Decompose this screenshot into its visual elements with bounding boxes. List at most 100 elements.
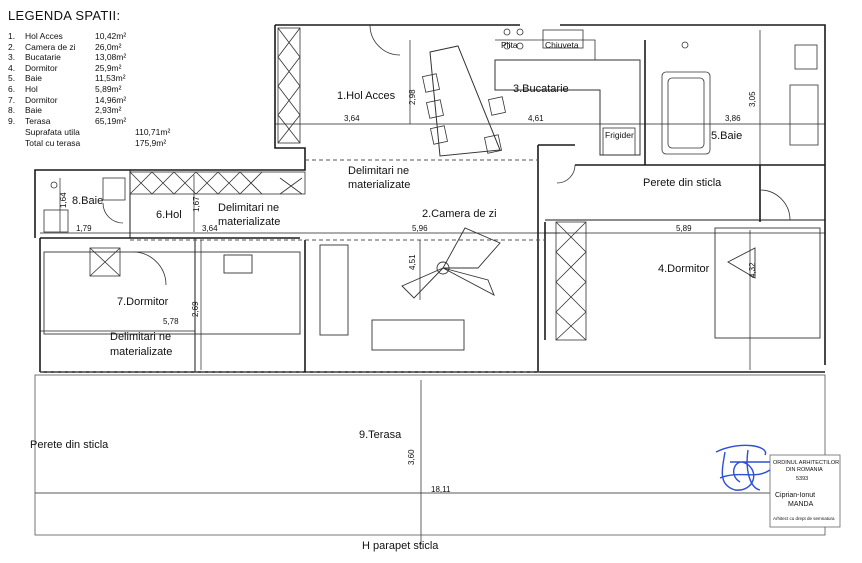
dim-179: 1,79	[76, 224, 92, 233]
legend-name: Dormitor	[25, 62, 58, 73]
legend-name: Camera de zi	[25, 41, 76, 52]
signature-icon	[715, 444, 771, 491]
useful-area-label: Suprafata utila	[25, 127, 80, 138]
plita-label: Plita	[501, 40, 518, 50]
dim-432: 4,32	[748, 262, 757, 278]
dim-578: 5,78	[163, 317, 179, 326]
delimitari-1-line1: Delimitari ne	[348, 165, 409, 177]
kitchen-counter	[494, 59, 641, 156]
stamp-number: 5393	[796, 476, 808, 482]
delimitari-3-line2: materializate	[110, 346, 172, 358]
perete-sticla-label-1: Perete din sticla	[643, 177, 722, 189]
legend-num: 1.	[8, 31, 16, 41]
stamp-frame	[769, 454, 841, 528]
hob-and-sink	[503, 28, 584, 50]
legend-area: 10,42m²	[95, 31, 127, 41]
bar-stools	[422, 73, 506, 154]
dim-1811: 18,11	[431, 485, 451, 494]
dimension-labels: 3,64 4,61 3,86 1,79 3,64 5,96 5,89 5,78 …	[59, 89, 757, 494]
legend-num: 5.	[8, 73, 16, 84]
legend-num: 6.	[8, 83, 16, 94]
architect-stamp: ORDINUL ARHITECTILOR DIN ROMANIA 5393 Ci…	[715, 444, 841, 528]
perete-sticla-label-2: Perete din sticla	[30, 439, 109, 451]
legend-title: LEGENDA SPATII:	[8, 8, 121, 23]
legend-row: 4. Dormitor 25,9m²	[8, 63, 198, 74]
dim-589: 5,89	[676, 224, 692, 233]
stamp-name2: MANDA	[788, 501, 814, 508]
legend: LEGENDA SPATII: 1. Hol Acces 10,42m² 2. Came…	[8, 8, 198, 149]
legend-area: 5,89m²	[95, 83, 122, 94]
legend-name: Bucatarie	[25, 52, 61, 63]
delimitari-1-line2: materializate	[348, 179, 410, 191]
delimitari-2-line2: materializate	[218, 216, 280, 228]
room-label-dormitor-4: 4.Dormitor	[658, 263, 710, 275]
legend-num: 3.	[8, 52, 16, 63]
fridge	[602, 127, 636, 156]
dim-360: 3,60	[407, 449, 416, 465]
dim-451: 4,51	[408, 254, 417, 270]
h-parapet-label: H parapet sticla	[362, 540, 439, 552]
beds	[43, 227, 821, 339]
legend-name: Dormitor	[25, 94, 58, 105]
stamp-name1: Ciprian-Ionut	[775, 492, 815, 499]
stamp-footer: Arhitect cu drept de semnatura	[773, 516, 835, 521]
useful-area-row: Suprafata utila 110,71m²	[8, 127, 198, 138]
legend-row: 6. Hol 5,89m²	[8, 84, 198, 95]
bath-fixtures	[43, 41, 819, 233]
legend-row: 3. Bucatarie 13,08m²	[8, 52, 198, 63]
legend-row: 8. Baie 2,93m²	[8, 105, 198, 116]
legend-row: 2. Camera de zi 26,0m²	[8, 42, 198, 53]
room-label-bucatarie: 3.Bucatarie	[513, 83, 569, 95]
dim-386: 3,86	[725, 114, 741, 123]
frigider-label: Frigider	[605, 130, 634, 140]
room-label-hol-acces: 1.Hol Acces	[337, 90, 396, 102]
dim-167: 1,67	[192, 196, 201, 212]
stamp-line2: DIN ROMANIA	[786, 467, 823, 473]
dim-298: 2,98	[408, 89, 417, 105]
legend-row: 7. Dormitor 14,96m²	[8, 95, 198, 106]
kitchen-upper	[495, 39, 596, 60]
useful-area-value: 110,71m²	[135, 127, 171, 138]
dim-364-a: 3,64	[344, 114, 360, 123]
legend-name: Hol	[25, 83, 38, 94]
delimitari-3-line1: Delimitari ne	[110, 331, 171, 343]
living-furniture	[223, 227, 501, 351]
legend-name: Hol Acces	[25, 31, 63, 41]
dimension-lines	[35, 30, 825, 545]
room-label-camera-de-zi: 2.Camera de zi	[422, 208, 497, 220]
delimitari-2-line1: Delimitari ne	[218, 202, 279, 214]
terrace-outline	[34, 374, 826, 536]
dim-364-b: 3,64	[202, 224, 218, 233]
legend-area: 26,0m²	[95, 41, 122, 52]
legend-area: 25,9m²	[95, 62, 122, 73]
dim-269: 2,69	[191, 301, 200, 317]
room-label-hol-6: 6.Hol	[156, 209, 182, 221]
legend-num: 8.	[8, 105, 16, 116]
chiuveta-label: Chiuveta	[545, 40, 579, 50]
stamp-line1: ORDINUL ARHITECTILOR	[773, 460, 839, 466]
legend-area: 65,19m²	[95, 115, 127, 126]
total-area-label: Total cu terasa	[25, 137, 81, 148]
legend-name: Baie	[25, 105, 43, 116]
dim-305: 3,05	[748, 91, 757, 107]
legend-name: Terasa	[25, 115, 51, 126]
room-label-baie-5: 5.Baie	[711, 130, 742, 142]
legend-num: 2.	[8, 41, 16, 52]
dim-164: 1,64	[59, 192, 68, 208]
legend-num: 9.	[8, 115, 16, 126]
kitchen-island	[429, 45, 501, 157]
dim-596: 5,96	[412, 224, 428, 233]
legend-area: 13,08m²	[95, 52, 127, 63]
legend-area: 14,96m²	[95, 94, 127, 105]
room-label-dormitor-7: 7.Dormitor	[117, 296, 169, 308]
legend-num: 7.	[8, 94, 16, 105]
legend-row: 1. Hol Acces 10,42m²	[8, 31, 198, 42]
wardrobes	[89, 27, 587, 341]
legend-area: 2,93m²	[95, 105, 122, 116]
legend-row: 9. Terasa 65,19m²	[8, 116, 198, 127]
legend-num: 4.	[8, 62, 16, 73]
total-area-row: Total cu terasa 175,9m²	[8, 138, 198, 149]
